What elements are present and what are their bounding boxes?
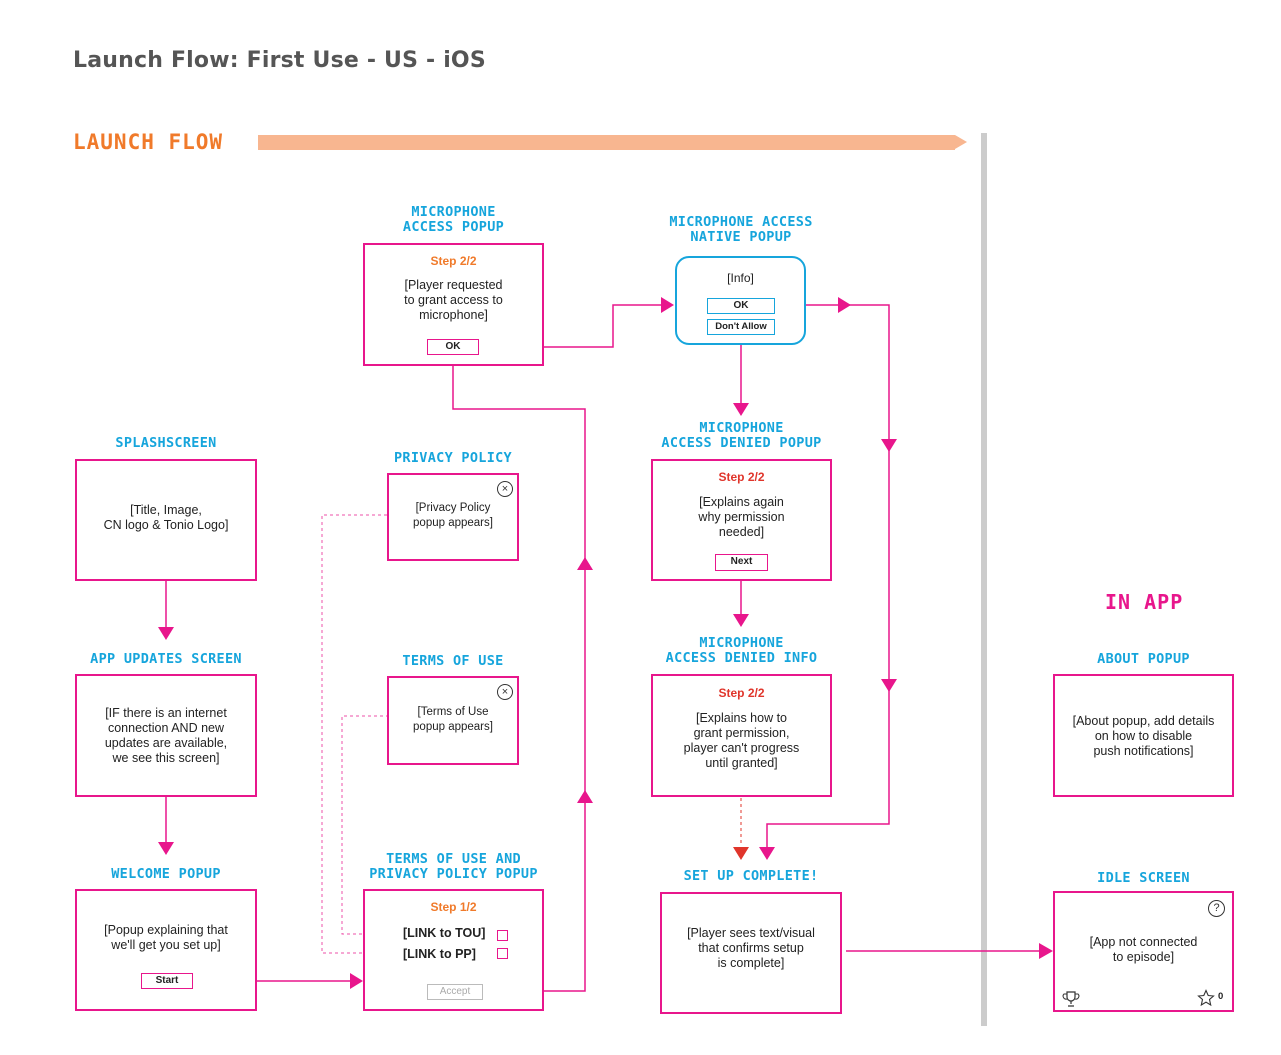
arrowhead-dontallow bbox=[733, 403, 749, 416]
mic-ok-button[interactable]: OK bbox=[427, 339, 479, 355]
help-icon[interactable]: ? bbox=[1208, 900, 1225, 917]
connector-micok-native bbox=[477, 304, 663, 348]
arrowhead-right-2 bbox=[881, 679, 897, 692]
arrowhead-updates bbox=[158, 842, 174, 855]
native-popup-title: MICROPHONE ACCESS NATIVE POPUP bbox=[669, 214, 813, 245]
connector-accept-mic bbox=[452, 366, 586, 992]
start-button[interactable]: Start bbox=[141, 973, 193, 989]
mic-denied-popup[interactable]: Step 2/2 [Explains again why permission … bbox=[651, 459, 832, 581]
arrowhead-next bbox=[733, 614, 749, 627]
welcome-popup[interactable]: [Popup explaining that we'll get you set… bbox=[75, 889, 257, 1011]
splash-title: SPLASHSCREEN bbox=[115, 435, 217, 451]
idle-text: [App not connected to episode] bbox=[1089, 935, 1198, 964]
denied-popup-text: [Explains again why permission needed] bbox=[698, 495, 785, 539]
trophy-icon[interactable] bbox=[1062, 990, 1080, 1008]
page-title: Launch Flow: First Use - US - iOS bbox=[73, 48, 486, 73]
about-text: [About popup, add details on how to disa… bbox=[1072, 714, 1215, 758]
arrowhead-splash bbox=[158, 627, 174, 640]
mic-denied-info[interactable]: Step 2/2 [Explains how to grant permissi… bbox=[651, 674, 832, 797]
welcome-title: WELCOME POPUP bbox=[111, 866, 221, 882]
connector-pp-link bbox=[321, 514, 398, 954]
native-info-text: [Info] bbox=[727, 271, 754, 285]
native-mic-popup[interactable]: [Info] OK Don't Allow bbox=[675, 256, 806, 345]
terms-title: TERMS OF USE bbox=[402, 653, 504, 669]
star-icon[interactable] bbox=[1197, 989, 1215, 1007]
about-title: ABOUT POPUP bbox=[1097, 651, 1190, 667]
next-button[interactable]: Next bbox=[715, 554, 768, 571]
star-count: 0 bbox=[1218, 991, 1224, 1002]
privacy-title: PRIVACY POLICY bbox=[394, 450, 512, 466]
tou-checkbox[interactable] bbox=[497, 930, 508, 941]
about-popup[interactable]: [About popup, add details on how to disa… bbox=[1053, 674, 1234, 797]
launch-flow-banner bbox=[258, 135, 955, 150]
native-ok-button[interactable]: OK bbox=[707, 298, 775, 314]
splash-screen[interactable]: [Title, Image, CN logo & Tonio Logo] bbox=[75, 459, 257, 581]
tou-pp-popup[interactable]: Step 1/2 [LINK to TOU] [LINK to PP] Acce… bbox=[363, 889, 544, 1011]
arrowhead-accept-2 bbox=[577, 790, 593, 803]
splash-text: [Title, Image, CN logo & Tonio Logo] bbox=[103, 503, 229, 532]
close-icon[interactable]: × bbox=[497, 481, 513, 497]
setup-complete-screen[interactable]: [Player sees text/visual that confirms s… bbox=[660, 892, 842, 1014]
arrowhead-start bbox=[350, 973, 363, 989]
welcome-text: [Popup explaining that we'll get you set… bbox=[104, 923, 228, 952]
arrowhead-setup-red bbox=[733, 847, 749, 860]
mic-access-popup[interactable]: Step 2/2 [Player requested to grant acce… bbox=[363, 243, 544, 366]
app-updates-screen[interactable]: [IF there is an internet connection AND … bbox=[75, 674, 257, 797]
launch-flow-section-title: LAUNCH FLOW bbox=[73, 130, 224, 154]
tou-pp-step: Step 1/2 bbox=[430, 900, 477, 914]
denied-popup-title: MICROPHONE ACCESS DENIED POPUP bbox=[661, 420, 822, 451]
pp-link[interactable]: [LINK to PP] bbox=[403, 947, 476, 961]
denied-info-text: [Explains how to grant permission, playe… bbox=[683, 711, 800, 770]
section-divider bbox=[981, 133, 987, 1026]
tou-link[interactable]: [LINK to TOU] bbox=[403, 926, 486, 940]
arrowhead-nativeok bbox=[838, 297, 851, 313]
launch-flow-banner-tip bbox=[955, 135, 967, 149]
tou-pp-title: TERMS OF USE AND PRIVACY POLICY POPUP bbox=[369, 851, 538, 882]
arrowhead-idle bbox=[1039, 943, 1053, 959]
connector-tou-link bbox=[341, 715, 398, 935]
denied-popup-step: Step 2/2 bbox=[718, 470, 765, 484]
arrowhead-micok bbox=[661, 297, 674, 313]
mic-popup-step: Step 2/2 bbox=[430, 254, 477, 268]
denied-info-step: Step 2/2 bbox=[718, 686, 765, 700]
idle-title: IDLE SCREEN bbox=[1097, 870, 1190, 886]
mic-popup-title: MICROPHONE ACCESS POPUP bbox=[402, 204, 505, 235]
accept-button[interactable]: Accept bbox=[427, 984, 483, 1000]
setup-complete-text: [Player sees text/visual that confirms s… bbox=[687, 926, 815, 970]
mic-popup-text: [Player requested to grant access to mic… bbox=[404, 278, 503, 322]
app-updates-title: APP UPDATES SCREEN bbox=[90, 651, 242, 667]
arrowhead-setup-1 bbox=[759, 847, 775, 860]
privacy-text: [Privacy Policy popup appears] bbox=[413, 502, 493, 529]
privacy-popup[interactable]: × [Privacy Policy popup appears] bbox=[387, 473, 519, 561]
idle-screen[interactable]: ? [App not connected to episode] 0 bbox=[1053, 891, 1234, 1012]
arrowhead-accept-1 bbox=[577, 557, 593, 570]
denied-info-title: MICROPHONE ACCESS DENIED INFO bbox=[665, 635, 818, 666]
terms-text: [Terms of Use popup appears] bbox=[413, 706, 493, 733]
in-app-section-title: IN APP bbox=[1105, 590, 1184, 614]
app-updates-text: [IF there is an internet connection AND … bbox=[104, 706, 228, 765]
dont-allow-button[interactable]: Don't Allow bbox=[707, 319, 775, 335]
setup-complete-title: SET UP COMPLETE! bbox=[683, 868, 819, 884]
arrowhead-right-1 bbox=[881, 439, 897, 452]
close-icon[interactable]: × bbox=[497, 684, 513, 700]
terms-popup[interactable]: × [Terms of Use popup appears] bbox=[387, 676, 519, 765]
pp-checkbox[interactable] bbox=[497, 948, 508, 959]
